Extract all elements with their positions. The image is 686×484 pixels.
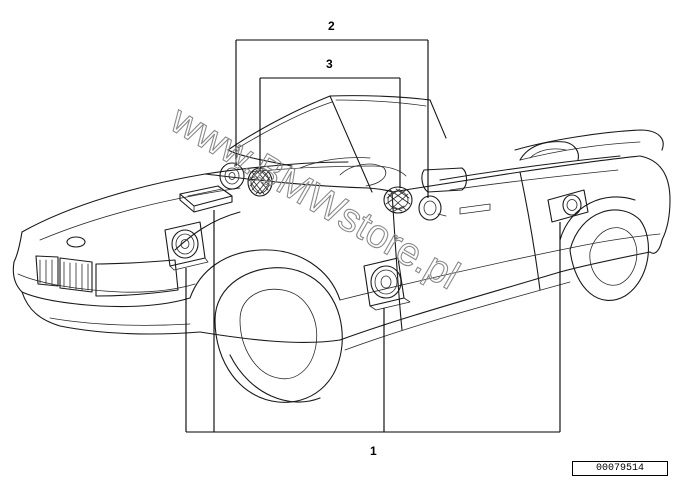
leader-3 [259, 77, 401, 188]
part-reference-label: 00079514 [572, 461, 668, 476]
rear-speaker-icon [547, 189, 589, 223]
leader-lines [185, 39, 561, 433]
callout-number-1: 1 [370, 444, 377, 458]
door-speaker-icon [363, 257, 411, 311]
small-tweeter-icon [418, 195, 447, 221]
speaker-components [164, 162, 589, 311]
front-speaker-icon [164, 221, 209, 271]
amplifier-box-icon [179, 185, 233, 213]
car-outline [12, 129, 671, 403]
tweeter-ring-icon [219, 162, 245, 190]
watermark-text: www.BMWstore.pl [163, 97, 467, 298]
leader-1 [185, 210, 561, 433]
callout-number-3: 3 [326, 57, 333, 71]
callout-number-2: 2 [328, 19, 335, 33]
mirror-tweeter-grille-icon [383, 186, 413, 214]
leader-2 [235, 39, 429, 198]
